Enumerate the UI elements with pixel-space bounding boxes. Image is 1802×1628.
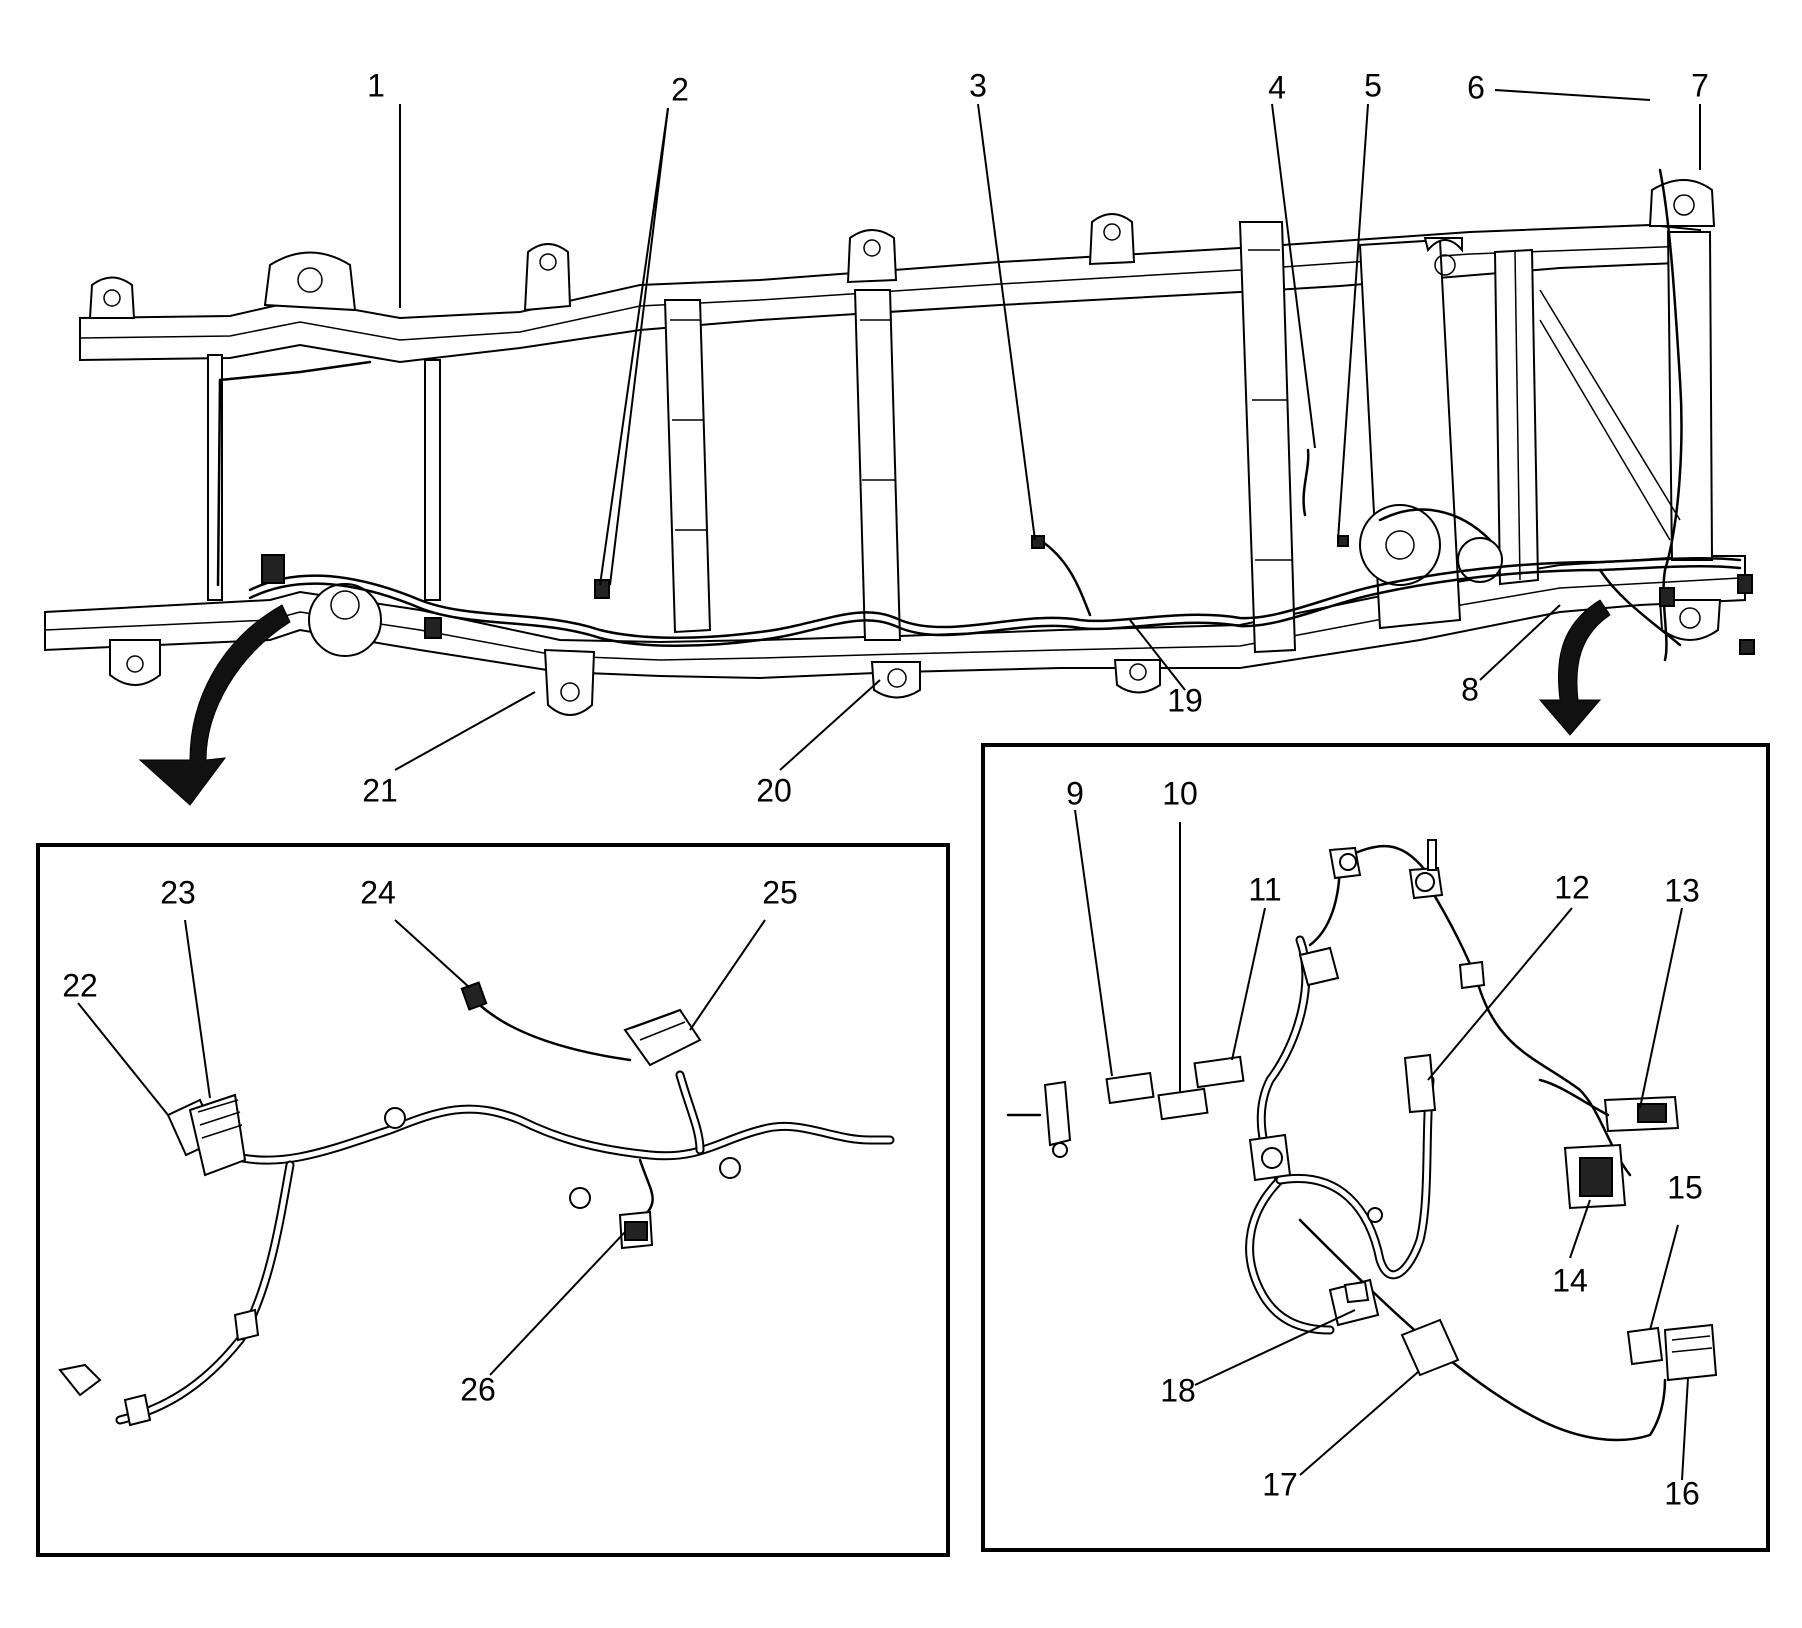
left-detail-harness (58, 981, 895, 1427)
callout-21: 21 (362, 772, 398, 808)
frame-mount-brackets (88, 179, 1716, 319)
callout-9: 9 (1066, 775, 1084, 811)
callout-26: 26 (460, 1371, 496, 1407)
frame-mount-brackets-lower (109, 599, 1722, 716)
right-detail-arrow (1538, 599, 1611, 736)
crossmember-3 (663, 299, 712, 634)
callout-20: 20 (756, 772, 792, 808)
crossmember-2 (424, 359, 441, 601)
callout-4: 4 (1268, 69, 1286, 105)
callout-1: 1 (367, 67, 385, 103)
callout-5: 5 (1364, 67, 1382, 103)
callout-25: 25 (762, 874, 798, 910)
callout-16: 16 (1664, 1475, 1700, 1511)
callout-22: 22 (62, 967, 98, 1003)
frame-rail-lower (44, 555, 1746, 680)
callout-14: 14 (1552, 1262, 1588, 1298)
crossmember-7 (1493, 248, 1540, 586)
callout-11: 11 (1248, 871, 1281, 907)
right-detail-harness (1006, 839, 1718, 1442)
callout-12: 12 (1554, 869, 1590, 905)
callout-6: 6 (1467, 69, 1485, 105)
callout-3: 3 (969, 67, 987, 103)
callout-19: 19 (1167, 682, 1203, 718)
chassis-harness-main (216, 168, 1755, 662)
crossmember-5 (1238, 221, 1297, 654)
callout-13: 13 (1664, 872, 1700, 908)
callout-18: 18 (1160, 1372, 1196, 1408)
right-detail-box (981, 743, 1770, 1552)
callout-17: 17 (1262, 1466, 1298, 1502)
callout-labels: 1 2 3 4 5 6 7 8 9 10 11 12 13 14 15 16 1… (62, 67, 1709, 1511)
callout-23: 23 (160, 874, 196, 910)
callout-8: 8 (1461, 671, 1479, 707)
callout-10: 10 (1162, 775, 1198, 811)
vehicle-frame (44, 179, 1746, 716)
callout-7: 7 (1691, 67, 1709, 103)
left-detail-arrow (138, 604, 291, 806)
leader-lines (77, 89, 1701, 1481)
callout-15: 15 (1667, 1169, 1703, 1205)
left-detail-box (36, 843, 950, 1557)
callout-2: 2 (671, 71, 689, 107)
callout-24: 24 (360, 874, 396, 910)
crossmember-4 (853, 289, 902, 641)
